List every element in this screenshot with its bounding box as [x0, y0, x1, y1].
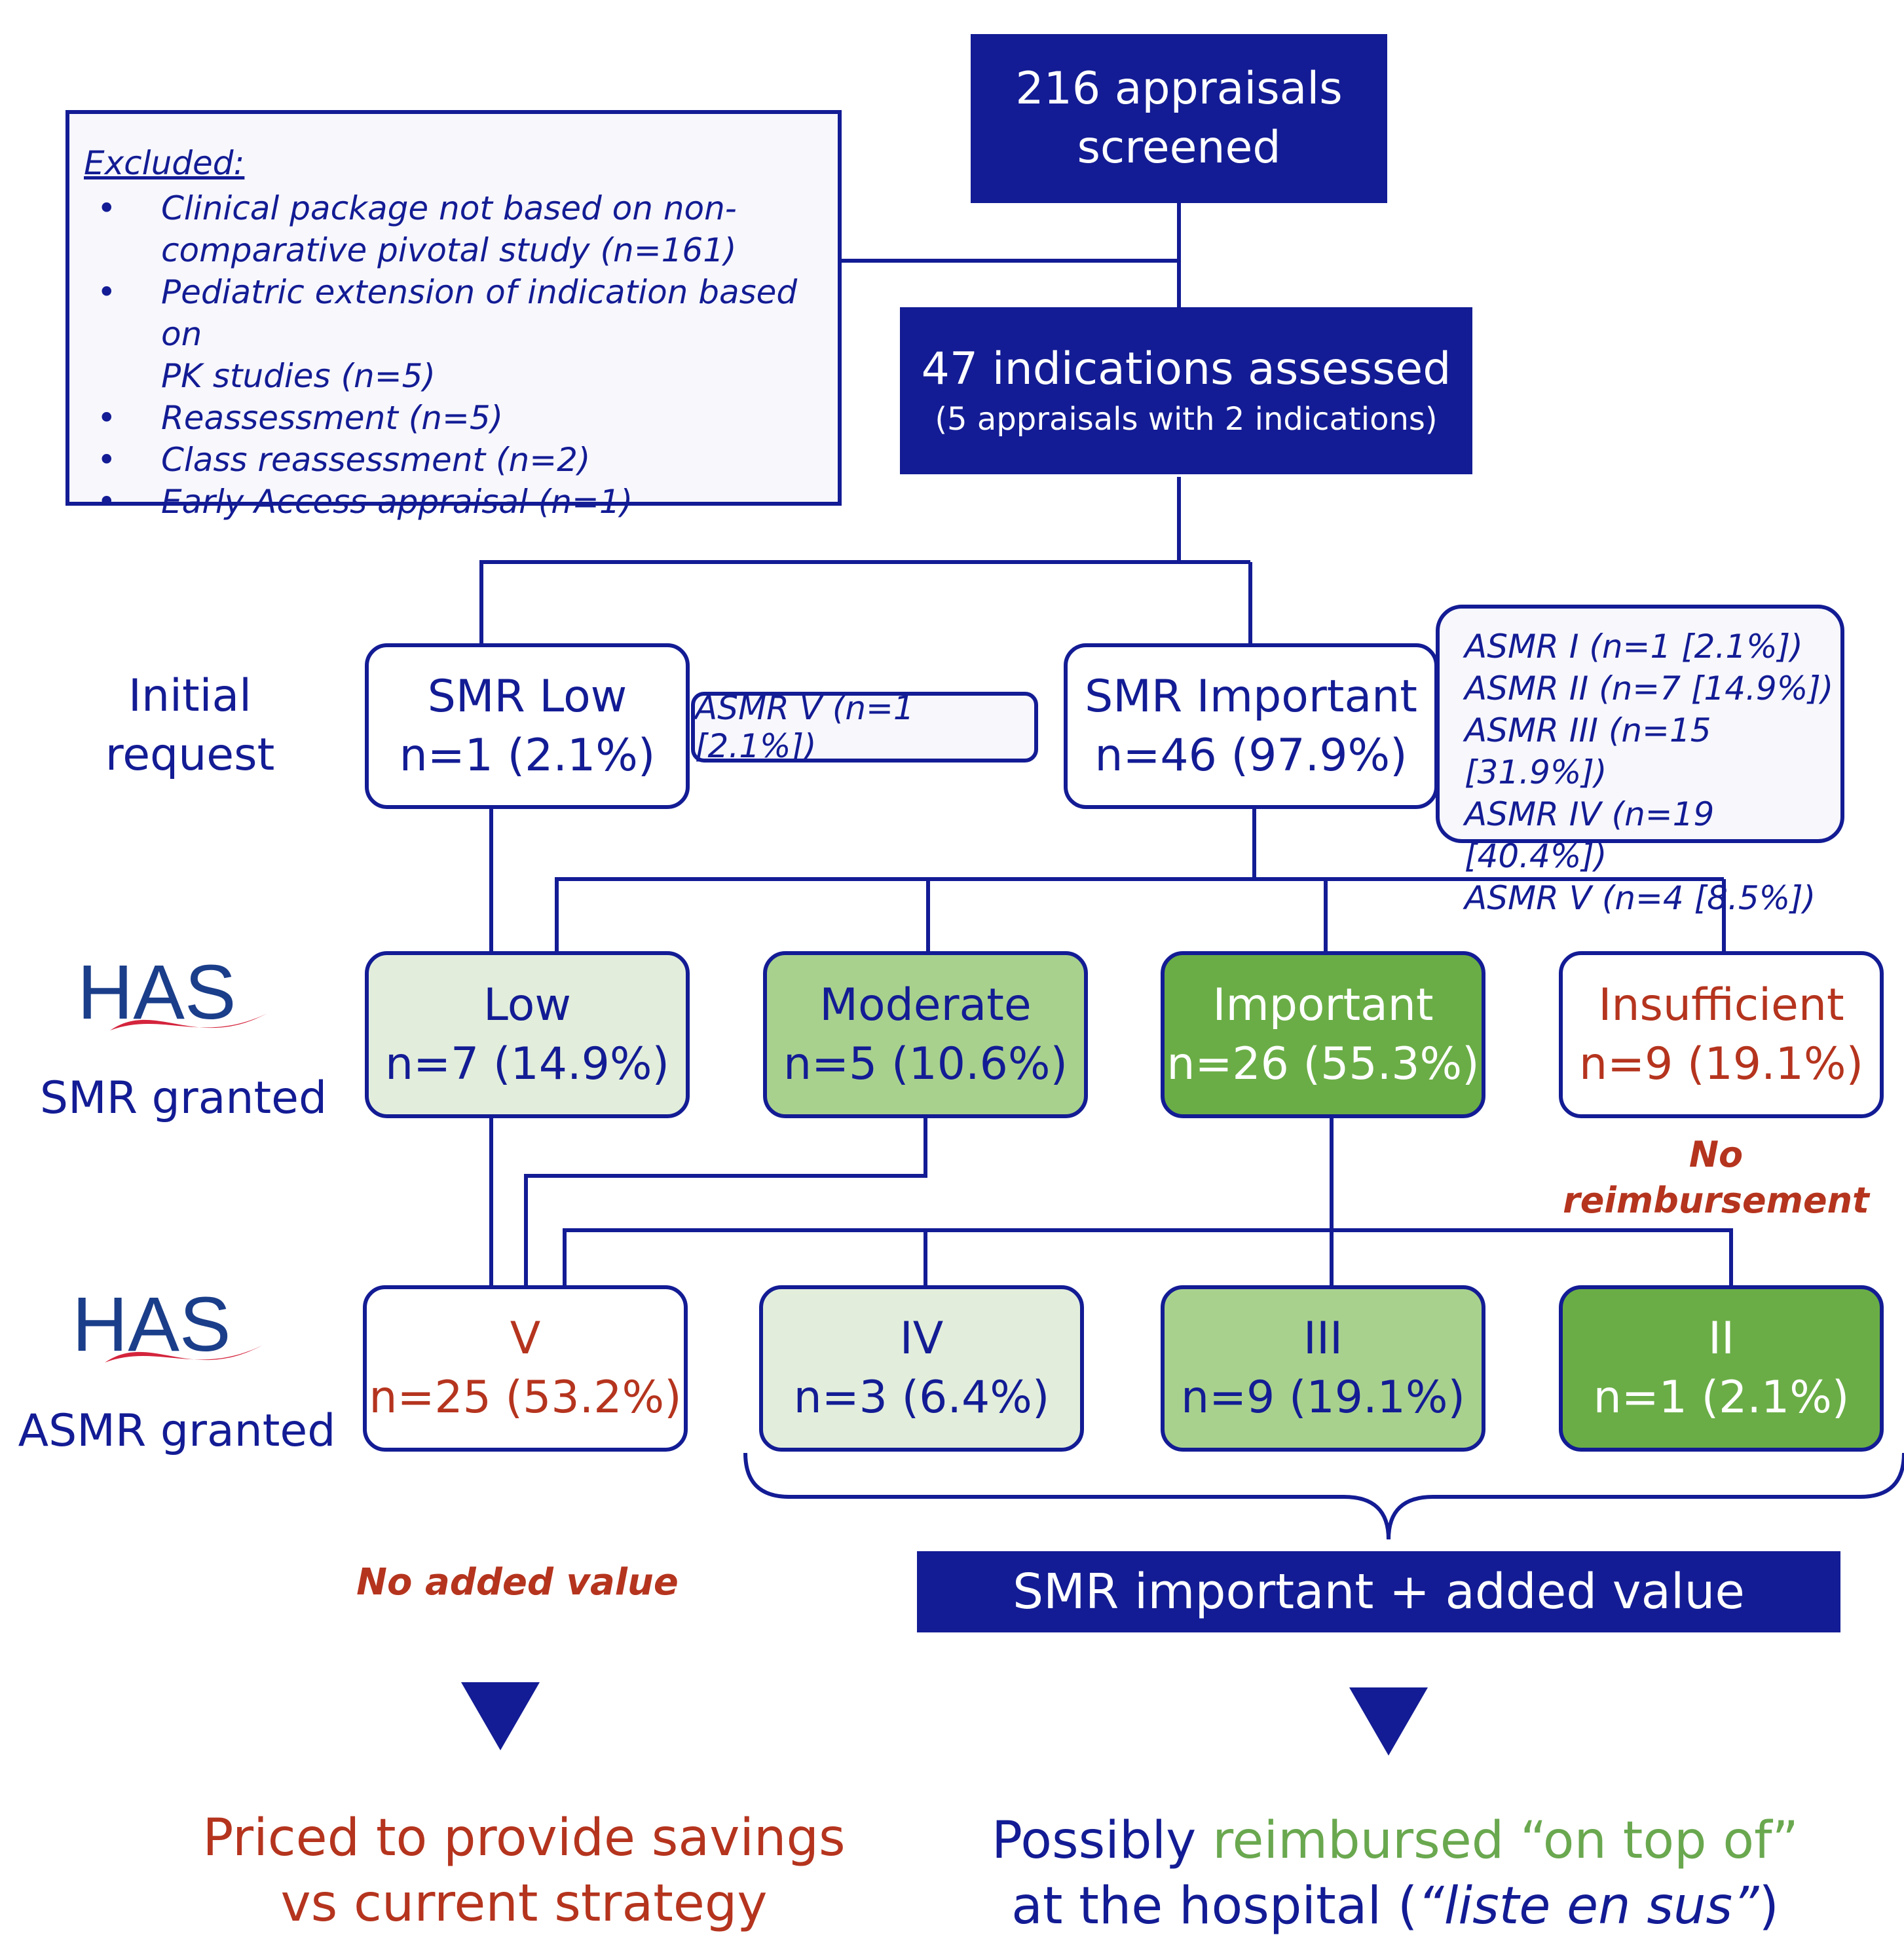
asmr-breakdown-item: ASMR IV (n=19 [40.4%]) [1465, 795, 1715, 875]
excluded-heading: Excluded: [84, 144, 245, 182]
has-logo-swoosh [105, 1346, 262, 1363]
excluded-item-line: Class reassessment (n=2) [161, 441, 591, 479]
outcome-left-line-2: vs current strategy [280, 1874, 768, 1933]
box-title: Important [1212, 979, 1434, 1031]
box-count: n=1 (2.1%) [1593, 1372, 1850, 1423]
excluded-item-line: PK studies (n=5) [161, 357, 436, 395]
outcome-right-line-1: Possibly reimbursed “on top of” [937, 1808, 1854, 1873]
initial-request-label: Initial request [79, 667, 301, 785]
smr-added-value-text: SMR important + added value [1013, 1564, 1745, 1620]
outcome-right-part: ) [1759, 1877, 1779, 1936]
connector [479, 477, 1181, 647]
asmr-granted-iv-box: IV n=3 (6.4%) [759, 1285, 1084, 1452]
box-title: IV [899, 1313, 944, 1365]
excluded-item-line: Pediatric extension of indication based … [161, 273, 798, 353]
excluded-item-line: Early Access appraisal (n=1) [161, 483, 633, 521]
smr-granted-important-box: Important n=26 (55.3%) [1161, 951, 1485, 1118]
smr-important-title: SMR Important [1085, 670, 1417, 723]
outcome-right-italic: “liste en sus” [1417, 1877, 1759, 1936]
assessed-box: 47 indications assessed (5 appraisals wi… [900, 307, 1472, 474]
no-reimbursement-note: No reimbursement [1563, 1134, 1869, 1221]
outcome-left: Priced to provide savings vs current str… [157, 1805, 891, 1936]
excluded-item-line: Reassessment (n=5) [161, 399, 504, 437]
box-count: n=9 (19.1%) [1180, 1372, 1466, 1423]
box-count: n=25 (53.2%) [369, 1372, 682, 1423]
connector [524, 1116, 927, 1287]
box-title: Low [483, 979, 571, 1031]
connector [563, 1228, 1733, 1287]
smr-granted-insufficient-box: Insufficient n=9 (19.1%) [1559, 951, 1884, 1118]
excluded-item-line: comparative pivotal study (n=161) [161, 231, 737, 269]
outcome-left-line-1: Priced to provide savings [202, 1809, 846, 1868]
smr-important-asmr-box: ASMR I (n=1 [2.1%]) ASMR II (n=7 [14.9%]… [1436, 605, 1844, 917]
asmr-breakdown-item: ASMR III (n=15 [31.9%]) [1465, 711, 1711, 791]
box-title: II [1708, 1313, 1735, 1365]
asmr-breakdown-item: ASMR V (n=4 [8.5%]) [1465, 879, 1816, 917]
asmr-granted-iii-box: III n=9 (19.1%) [1161, 1285, 1485, 1452]
outcome-right-green: reimbursed “on top of” [1212, 1811, 1799, 1870]
excluded-item: Class reassessment (n=2) [84, 439, 838, 481]
excluded-panel: Excluded: Clinical package not based on … [65, 110, 842, 523]
box-title: Moderate [819, 979, 1032, 1031]
box-count: n=3 (6.4%) [793, 1372, 1050, 1423]
smr-low-asmr: ASMR V (n=1 [2.1%]) [695, 689, 914, 765]
smr-granted-moderate-box: Moderate n=5 (10.6%) [763, 951, 1088, 1118]
excluded-item: Early Access appraisal (n=1) [84, 481, 838, 523]
label-line: request [105, 729, 275, 781]
excluded-item: Pediatric extension of indication based … [84, 271, 838, 397]
asmr-granted-label: ASMR granted [18, 1405, 336, 1457]
asmr-granted-ii-box: II n=1 (2.1%) [1559, 1285, 1884, 1452]
smr-low-count: n=1 (2.1%) [399, 729, 656, 781]
screened-line-1: 216 appraisals [1015, 63, 1343, 115]
down-arrow-left [461, 1682, 540, 1750]
smr-important-box: SMR Important n=46 (97.9%) [1064, 643, 1438, 809]
smr-added-value-banner: SMR important + added value [917, 1551, 1840, 1632]
has-logo-swoosh [110, 1013, 267, 1030]
asmr-granted-v-box: V n=25 (53.2%) [363, 1285, 688, 1452]
smr-low-box: SMR Low n=1 (2.1%) [365, 643, 690, 809]
box-count: n=7 (14.9%) [384, 1038, 670, 1090]
box-title: III [1303, 1313, 1343, 1365]
has-logo: HAS [65, 1285, 288, 1384]
curly-brace [743, 1452, 1904, 1540]
box-count: n=5 (10.6%) [783, 1038, 1068, 1090]
excluded-item: Clinical package not based on non- compa… [84, 187, 838, 271]
connector [555, 808, 1256, 953]
asmr-breakdown-item: ASMR I (n=1 [2.1%]) [1465, 628, 1803, 666]
box-title: V [510, 1313, 541, 1365]
label-line: Initial [128, 670, 252, 722]
asmr-breakdown-item: ASMR II (n=7 [14.9%]) [1465, 669, 1834, 707]
box-count: n=26 (55.3%) [1167, 1038, 1480, 1090]
screened-box: 216 appraisals screened [971, 34, 1387, 203]
outcome-right-line-2: at the hospital (“liste en sus”) [937, 1873, 1854, 1939]
outcome-right-part: Possibly [992, 1811, 1213, 1870]
assessed-line-2: (5 appraisals with 2 indications) [935, 400, 1438, 438]
smr-granted-low-box: Low n=7 (14.9%) [365, 951, 690, 1118]
excluded-item: Reassessment (n=5) [84, 397, 838, 439]
outcome-right-part: at the hospital ( [1011, 1877, 1418, 1936]
box-title: Insufficient [1598, 979, 1844, 1031]
down-arrow-right [1349, 1687, 1428, 1756]
outcome-right: Possibly reimbursed “on top of” at the h… [937, 1808, 1854, 1939]
smr-low-asmr-box: ASMR V (n=1 [2.1%]) [691, 689, 1038, 765]
has-logo: HAS [71, 953, 293, 1051]
smr-important-count: n=46 (97.9%) [1094, 729, 1408, 781]
smr-low-title: SMR Low [427, 670, 627, 723]
box-count: n=9 (19.1%) [1578, 1038, 1864, 1090]
smr-granted-label: SMR granted [39, 1072, 327, 1124]
excluded-item-line: Clinical package not based on non- [161, 189, 737, 227]
assessed-line-1: 47 indications assessed [921, 343, 1451, 395]
screened-line-2: screened [1077, 122, 1281, 174]
no-added-value-note: No added value [356, 1561, 679, 1604]
